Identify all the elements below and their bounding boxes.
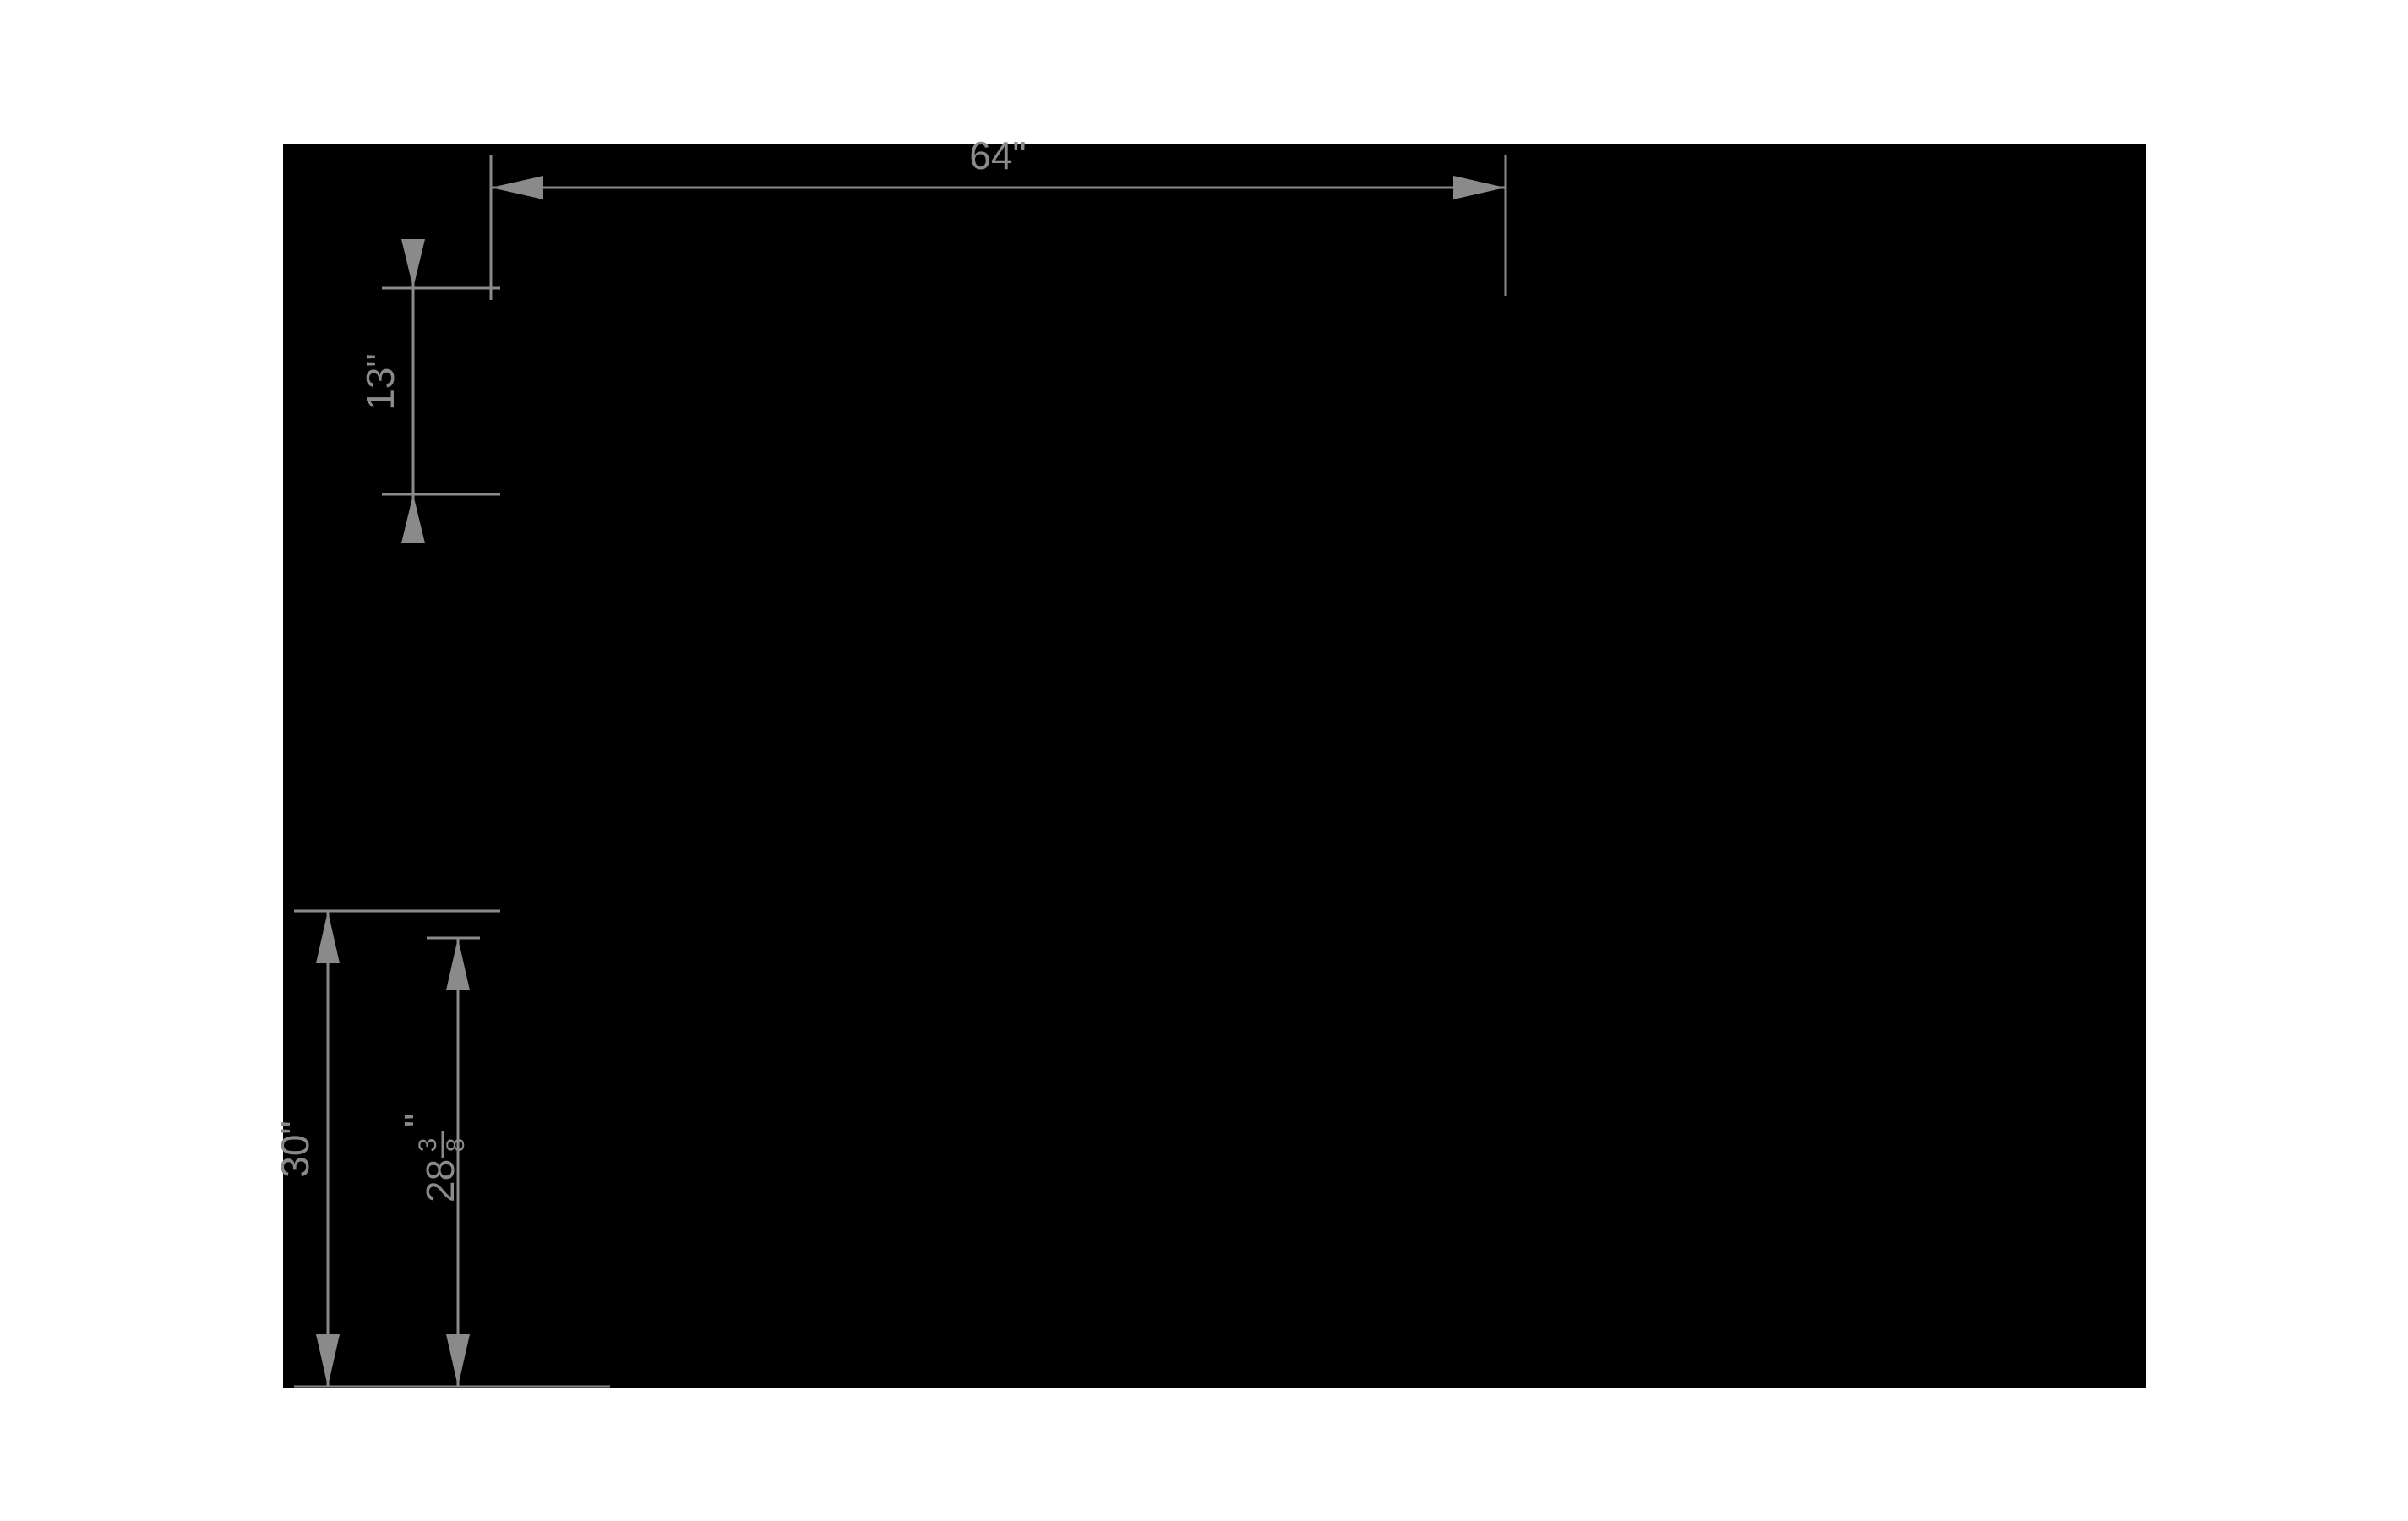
dimension-label-2838: 28 3 8 " bbox=[396, 1114, 470, 1202]
arrowhead-down-icon bbox=[401, 239, 425, 288]
arrowhead-up-icon bbox=[316, 911, 340, 963]
extension-lines bbox=[294, 155, 1507, 1388]
fraction-numerator: 3 bbox=[414, 1138, 442, 1153]
arrowhead-left-icon bbox=[491, 176, 543, 199]
arrowhead-right-icon bbox=[1453, 176, 1506, 199]
arrowhead-up-icon bbox=[401, 494, 425, 543]
fraction-denominator: 8 bbox=[442, 1138, 470, 1153]
arrowhead-down-icon bbox=[316, 1334, 340, 1387]
arrowhead-down-icon bbox=[446, 1334, 470, 1387]
product-silhouette bbox=[283, 144, 2146, 1388]
dimension-height-top-offset: 13" bbox=[358, 239, 425, 543]
dimension-label-64: 64" bbox=[969, 134, 1027, 177]
dimension-annotations: 64" 13" 30" bbox=[273, 134, 1507, 1388]
dimension-label-13: 13" bbox=[358, 353, 402, 411]
dimension-label-30: 30" bbox=[273, 1120, 317, 1178]
fraction-inch-mark: " bbox=[396, 1114, 440, 1127]
arrowhead-up-icon bbox=[446, 938, 470, 990]
dimension-height-overall: 30" bbox=[273, 911, 340, 1387]
fraction-whole-number: 28 bbox=[418, 1159, 462, 1202]
dimension-height-inner: 28 3 8 " bbox=[396, 938, 470, 1387]
dimension-width-overall: 64" bbox=[491, 134, 1506, 199]
